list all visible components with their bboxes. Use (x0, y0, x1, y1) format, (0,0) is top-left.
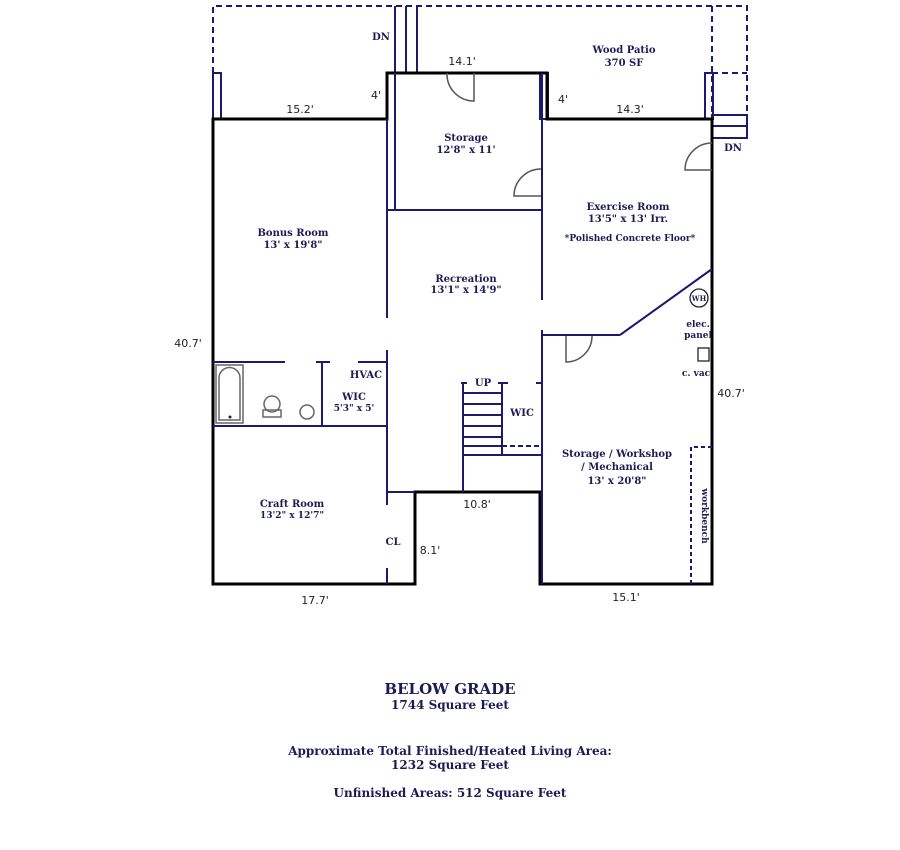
room-name-bonus: Bonus Room (257, 228, 328, 239)
room-name-workshop: Storage / Workshop (562, 449, 672, 460)
room-name-exercise: Exercise Room (587, 202, 670, 213)
sink-icon (299, 404, 315, 420)
room-name2-workshop: / Mechanical (581, 462, 653, 473)
floor-total-area: 1744 Square Feet (391, 698, 509, 712)
label-up: UP (475, 378, 492, 389)
water-heater-icon (689, 288, 709, 308)
label-dn-right: DN (724, 143, 742, 154)
right-down-stairs (711, 114, 748, 139)
label-panel: panel (684, 331, 712, 341)
central-vacuum-icon (697, 347, 710, 362)
unfinished-area: Unfinished Areas: 512 Square Feet (333, 786, 567, 800)
dim-bottom-right: 15.1' (612, 591, 640, 604)
room-note-exercise: *Polished Concrete Floor* (565, 234, 696, 244)
stair-treads (463, 392, 502, 447)
room-size-exercise: 13'5" x 13' Irr. (588, 214, 668, 225)
workbench (690, 446, 712, 584)
floor-plan: WH Wood Patio 370 SF Storage 12'8" x 11'… (174, 5, 748, 607)
label-elec: elec. (686, 320, 709, 330)
bathroom-fixtures (215, 364, 315, 424)
room-size-workshop: 13' x 20'8" (587, 476, 646, 487)
dim-step-right: 4' (558, 93, 568, 106)
footer-summary: BELOW GRADE 1744 Square Feet (0, 680, 900, 712)
finished-area-block: Approximate Total Finished/Heated Living… (0, 744, 900, 772)
room-name-recreation: Recreation (435, 274, 497, 285)
room-name-craft: Craft Room (260, 499, 325, 510)
toilet-icon (263, 395, 281, 413)
label-wic-stairs: WIC (509, 408, 534, 419)
label-cvac: c. vac (682, 369, 711, 379)
dim-top-center: 14.1' (448, 55, 476, 68)
room-size-wood-patio: 370 SF (605, 58, 644, 69)
finished-area-label: Approximate Total Finished/Heated Living… (288, 744, 612, 758)
room-size-recreation: 13'1" x 14'9" (430, 285, 501, 296)
svg-text:WH: WH (691, 294, 707, 303)
left-down-stairs (394, 6, 418, 73)
room-name-storage: Storage (444, 133, 488, 144)
dim-step-left: 4' (371, 89, 381, 102)
room-size-storage: 12'8" x 11' (436, 145, 495, 156)
unfinished-area-block: Unfinished Areas: 512 Square Feet (0, 786, 900, 800)
dim-notch-depth: 8.1' (420, 544, 441, 557)
dim-top-right: 14.3' (616, 103, 644, 116)
room-name-wic: WIC (341, 392, 366, 403)
finished-area-value: 1232 Square Feet (391, 758, 509, 772)
label-dn-left: DN (372, 32, 390, 43)
label-hvac: HVAC (350, 370, 382, 381)
dim-bottom-center: 10.8' (463, 498, 491, 511)
room-name-wood-patio: Wood Patio (591, 45, 655, 56)
room-size-craft: 13'2" x 12'7" (260, 511, 324, 521)
bathtub-icon (215, 364, 244, 424)
dim-right-side: 40.7' (717, 387, 745, 400)
room-size-wic: 5'3" x 5' (334, 404, 375, 414)
exterior-walls (211, 71, 714, 586)
label-closet: CL (386, 537, 401, 548)
dim-top-left: 15.2' (286, 103, 314, 116)
room-size-bonus: 13' x 19'8" (263, 240, 322, 251)
dim-left-side: 40.7' (174, 337, 202, 350)
label-workbench: workbench (699, 487, 709, 544)
dim-bottom-left: 17.7' (301, 594, 329, 607)
doors (446, 72, 713, 363)
floor-title: BELOW GRADE (384, 680, 516, 698)
